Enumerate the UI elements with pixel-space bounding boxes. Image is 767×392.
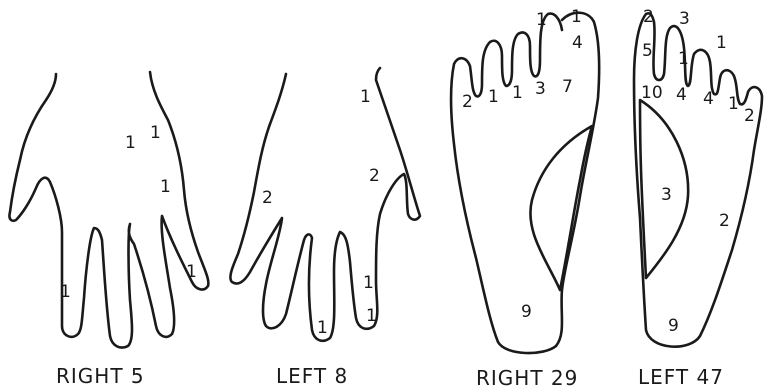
left-hand-count-6: 1	[317, 318, 328, 338]
left-foot-count-10: 2	[744, 106, 755, 126]
right-foot-count-9: 9	[521, 302, 532, 322]
left-foot-count-5: 1	[678, 49, 689, 69]
left-foot-count-12: 2	[719, 211, 730, 231]
left-foot-count-13: 9	[668, 316, 679, 336]
left-foot-count-1: 2	[643, 7, 654, 27]
right-hand-count-3: 1	[160, 177, 171, 197]
left-hand-count-3: 2	[369, 166, 380, 186]
left-foot-outline	[634, 13, 762, 346]
left-hand-caption: LEFT 8	[276, 364, 348, 388]
left-foot-count-9: 1	[728, 94, 739, 114]
right-hand-caption: RIGHT 5	[56, 364, 145, 388]
left-foot-count-11: 3	[661, 185, 672, 205]
right-hand-outline	[9, 72, 208, 348]
left-foot-count-3: 1	[716, 33, 727, 53]
right-foot-count-1: 1	[536, 10, 547, 30]
left-foot-count-6: 10	[641, 83, 663, 103]
right-hand-count-1: 1	[125, 133, 136, 153]
right-hand-panel: 1 1 1 1 1 RIGHT 5	[9, 72, 208, 388]
left-foot-count-7: 4	[676, 85, 687, 105]
right-foot-count-6: 1	[512, 83, 523, 103]
left-hand-outline	[230, 68, 420, 341]
right-foot-arch	[530, 126, 592, 290]
right-foot-caption: RIGHT 29	[476, 366, 578, 390]
left-hand-count-4: 1	[363, 273, 374, 293]
left-hand-count-2: 2	[262, 188, 273, 208]
left-hand-panel: 1 2 2 1 1 1 LEFT 8	[230, 68, 420, 388]
right-foot-count-4: 2	[462, 92, 473, 112]
right-hand-count-4: 1	[186, 262, 197, 282]
right-foot-count-7: 3	[535, 79, 546, 99]
left-hand-count-5: 1	[366, 306, 377, 326]
left-foot-count-2: 3	[679, 9, 690, 29]
right-foot-count-8: 7	[562, 77, 573, 97]
left-foot-count-8: 4	[703, 89, 714, 109]
left-foot-panel: 2 3 1 5 1 10 4 4 1 2 3 2 9 LEFT 47	[634, 7, 762, 389]
left-foot-count-4: 5	[642, 41, 653, 61]
right-foot-panel: 1 1 4 2 1 1 3 7 9 RIGHT 29	[451, 7, 599, 390]
right-hand-count-2: 1	[150, 123, 161, 143]
right-foot-count-2: 1	[571, 7, 582, 27]
left-foot-caption: LEFT 47	[638, 365, 724, 389]
left-hand-count-1: 1	[360, 87, 371, 107]
right-foot-count-3: 4	[572, 33, 583, 53]
right-hand-count-5: 1	[60, 282, 71, 302]
right-foot-count-5: 1	[488, 87, 499, 107]
